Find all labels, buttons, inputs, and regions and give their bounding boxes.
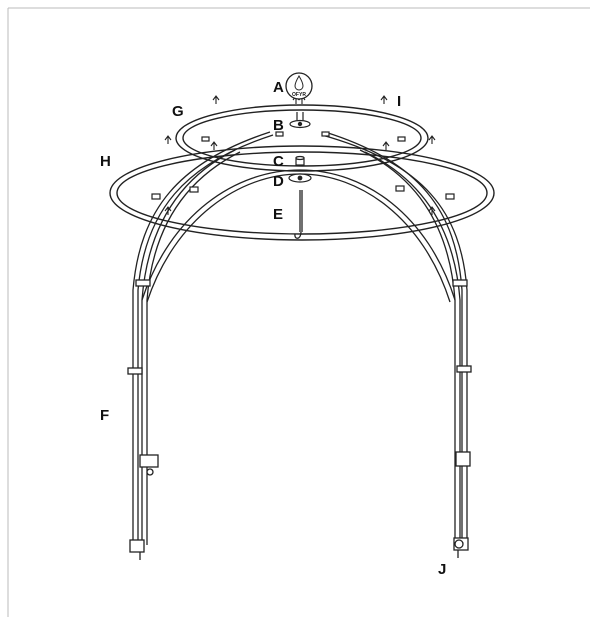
top-plate-b (289, 112, 311, 129)
badge-a: OFYR (285, 72, 313, 100)
label-a: A (273, 79, 284, 96)
label-i: I (397, 93, 401, 110)
badge-text: OFYR (292, 92, 306, 98)
up-arrows (164, 95, 436, 215)
cylinder-c (295, 155, 305, 166)
lower-plate-d (288, 173, 312, 183)
label-g: G (172, 103, 184, 120)
label-f: F (100, 407, 109, 424)
label-c: C (273, 153, 284, 170)
inner-ring-g (175, 104, 429, 172)
label-h: H (100, 153, 111, 170)
label-d: D (273, 173, 284, 190)
ring-brackets (151, 131, 455, 200)
hook-rod-e (294, 190, 303, 239)
label-e: E (273, 206, 283, 223)
outer-ring-h (109, 145, 495, 241)
label-j: J (438, 561, 446, 578)
leg-clamps (127, 279, 472, 560)
drop-icon (294, 75, 304, 91)
label-b: B (273, 117, 284, 134)
